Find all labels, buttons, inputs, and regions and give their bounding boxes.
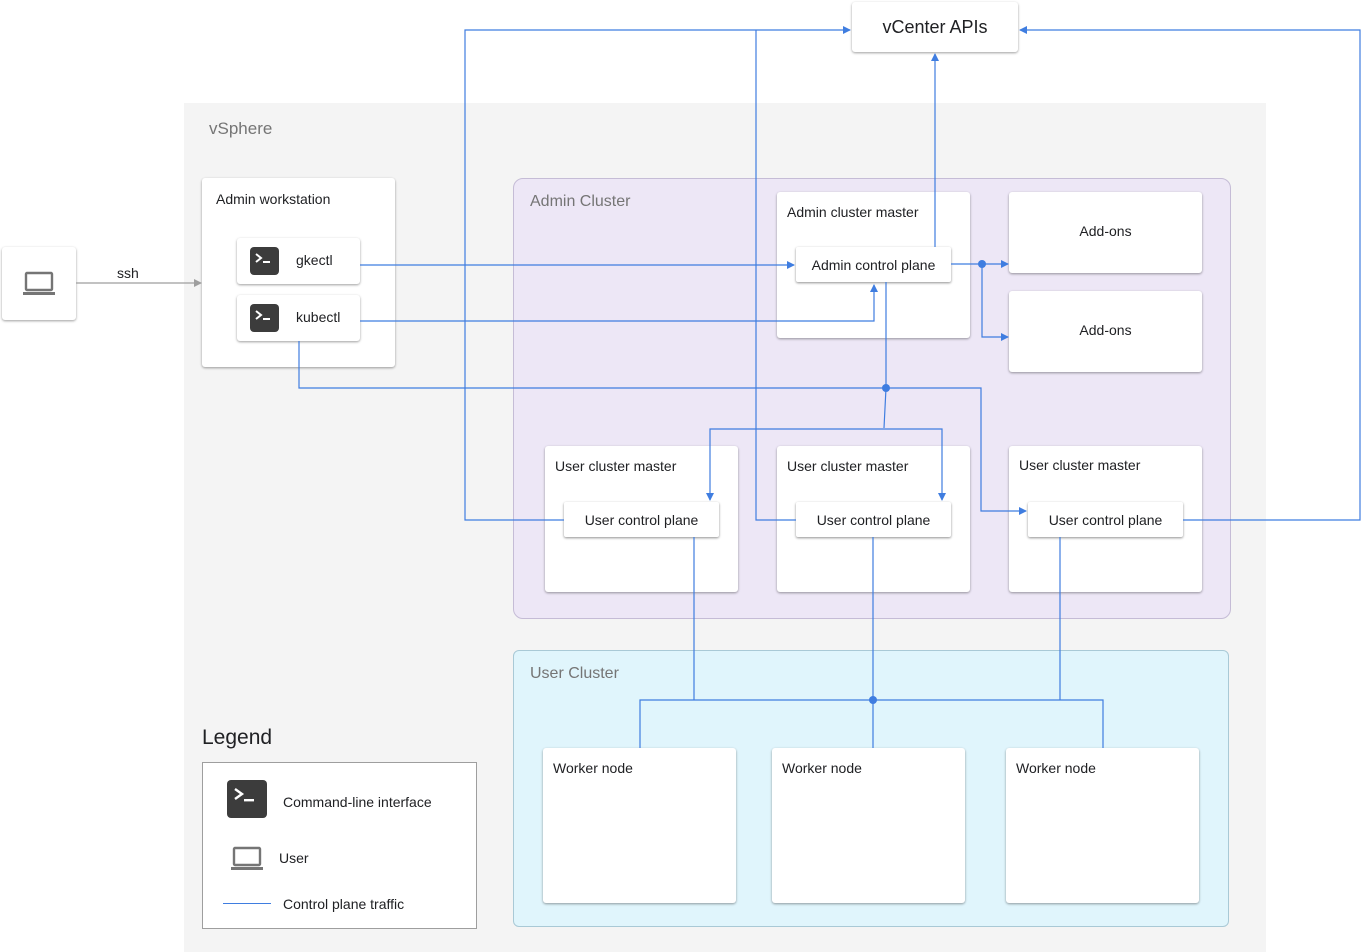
ucp3-vcenter-connector [1019, 26, 1361, 521]
user-control-plane-label-1: User control plane [584, 511, 699, 528]
worker-node-1: Worker node [543, 748, 736, 903]
worker-node-label-3: Worker node [1016, 760, 1096, 776]
user-cluster-title: User Cluster [530, 665, 619, 682]
user-control-plane-label-2: User control plane [816, 511, 931, 528]
terminal-icon [250, 247, 279, 275]
admin-to-user-1 [706, 428, 884, 501]
admin-to-user-trunk [883, 282, 887, 429]
vcenter-apis-label: vCenter APIs [882, 16, 988, 37]
gkectl-tool[interactable]: gkectl [237, 238, 360, 284]
user-control-plane-label-3: User control plane [1048, 511, 1163, 528]
addons-box-1: Add-ons [1009, 192, 1202, 273]
admin-control-plane: Admin control plane [796, 247, 951, 282]
laptop-icon [230, 846, 264, 877]
user-laptop-box [2, 247, 76, 320]
ucp2-vcenter-connector [755, 30, 796, 521]
junction-dot [978, 260, 986, 268]
addons-label-2: Add-ons [1079, 322, 1132, 338]
addons-connector-2 [981, 264, 1009, 341]
worker-node-3: Worker node [1006, 748, 1199, 903]
user-cluster-master-title-2: User cluster master [787, 458, 909, 474]
user-cluster-master-title-1: User cluster master [555, 458, 677, 474]
worker-node-label-1: Worker node [553, 760, 633, 776]
user-cluster-master-title-3: User cluster master [1019, 457, 1141, 473]
terminal-icon [227, 780, 267, 818]
legend-traffic-label: Control plane traffic [283, 896, 405, 912]
legend-title: Legend [202, 726, 273, 749]
vcenter-apis-box: vCenter APIs [852, 2, 1018, 52]
ssh-label: ssh [117, 265, 139, 281]
junction-dot [882, 384, 890, 392]
admin-control-plane-label: Admin control plane [811, 256, 936, 273]
gkectl-label: gkectl [296, 252, 333, 268]
legend-cli-label: Command-line interface [283, 794, 432, 810]
legend-box: Command-line interface User Control plan… [202, 762, 477, 929]
vsphere-title: vSphere [209, 119, 273, 138]
user-control-plane-1: User control plane [564, 502, 719, 537]
user-control-plane-3: User control plane [1028, 502, 1183, 537]
kubectl-connector [360, 284, 878, 322]
admin-cluster-master-title: Admin cluster master [787, 204, 919, 220]
admin-workstation-title: Admin workstation [216, 191, 331, 207]
worker-node-2: Worker node [772, 748, 965, 903]
line-swatch [223, 903, 271, 904]
kubectl-user-connector [298, 341, 1027, 515]
kubectl-tool[interactable]: kubectl [237, 295, 360, 341]
kubectl-label: kubectl [296, 309, 341, 325]
laptop-icon [22, 271, 56, 302]
terminal-icon [250, 304, 279, 332]
ucp1-vcenter-connector [464, 26, 851, 521]
user-control-plane-2: User control plane [796, 502, 951, 537]
junction-dot [869, 696, 877, 704]
legend-user-label: User [279, 850, 309, 866]
addons-label-1: Add-ons [1079, 223, 1132, 239]
worker-bus [639, 699, 1104, 748]
admin-to-user-2 [884, 428, 946, 501]
addons-box-2: Add-ons [1009, 291, 1202, 372]
admin-cluster-title: Admin Cluster [530, 193, 631, 210]
worker-node-label-2: Worker node [782, 760, 862, 776]
